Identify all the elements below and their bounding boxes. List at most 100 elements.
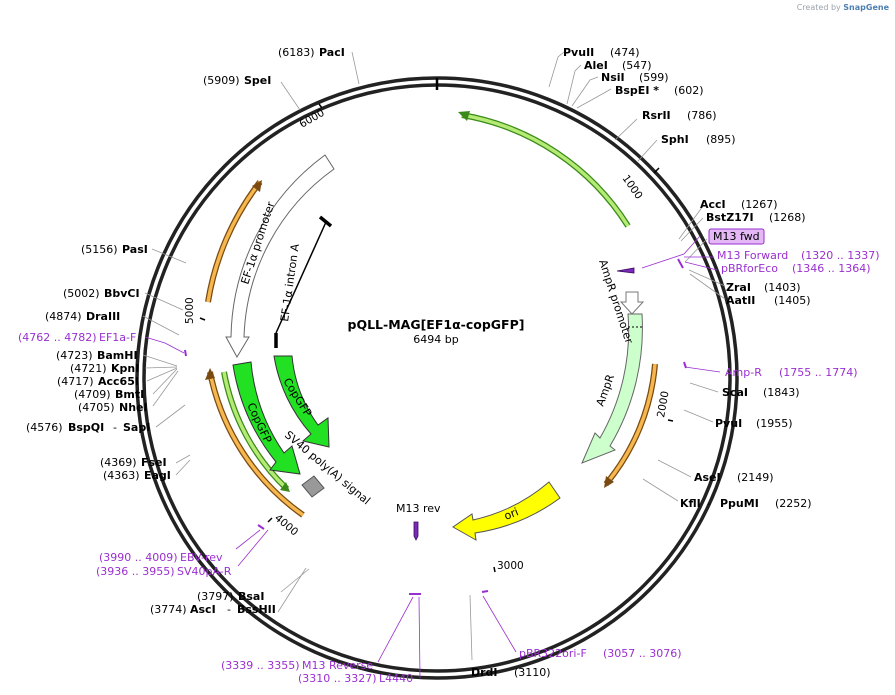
lime-arrow-top	[458, 111, 470, 121]
site-pvui-name: PvuI	[715, 417, 742, 430]
site-zrai-name: ZraI	[726, 281, 751, 294]
site-paci: (6183)PacI	[278, 46, 345, 59]
site-spei-name: SpeI	[244, 74, 271, 87]
site-sphi: SphI (895)	[661, 133, 736, 146]
primer-pbrforeco-range: (1346 .. 1364)	[792, 262, 871, 275]
primer-ef1af-name: EF1a-F	[99, 331, 136, 344]
primer-mark-m13fwd-ring	[677, 258, 684, 269]
site-aatii: AatII(1405)	[726, 294, 811, 307]
primer-sv40pa-range: (3936 .. 3955)	[96, 565, 175, 578]
site-bmti-name: BmtI	[115, 388, 144, 401]
site-draiii: (4874)DraIII	[45, 310, 120, 323]
site-alei-name: AleI	[584, 59, 608, 72]
site-drdi: DrdI (3110)	[471, 666, 551, 679]
ampr-promoter-arrow	[619, 291, 645, 315]
plasmid-name: pQLL-MAG[EF1α-copGFP]	[348, 317, 525, 332]
label-ori: ori	[502, 505, 520, 522]
primer-m13reverse-range: (3339 .. 3355)	[221, 659, 300, 672]
site-eagi-pos: (4363)	[103, 469, 140, 482]
primer-l4440-range: (3310 .. 3327)	[298, 672, 377, 685]
site-alei-pos: (547)	[622, 59, 652, 72]
site-fsei-pos: (4369)	[100, 456, 137, 469]
site-nhei-pos: (4705)	[78, 401, 115, 414]
site-asei-name: AseI	[694, 471, 721, 484]
site-bspei: BspEI *(602)	[615, 84, 704, 97]
label-ef1-promoter: EF-1α promoter	[238, 200, 277, 286]
tick-marks	[199, 103, 674, 573]
primer-mark-pbr	[481, 590, 489, 593]
site-paci-pos: (6183)	[278, 46, 315, 59]
site-acci-name: AccI	[700, 198, 726, 211]
site-nhei: (4705)NheI	[78, 401, 148, 414]
tick-1000: 1000	[620, 173, 645, 202]
site-kpni: (4721)KpnI	[70, 362, 139, 375]
primer-ampr-name: Amp-R	[725, 366, 762, 379]
site-sphi-name: SphI	[661, 133, 689, 146]
m13-fwd-box	[708, 228, 765, 245]
site-kfli-pos: (2252)	[775, 497, 812, 510]
site-asci-dash: -	[227, 603, 231, 616]
site-alei: AleI (547)	[584, 59, 652, 72]
primer-pbr322ori: pBR322ori-F(3057 .. 3076)	[519, 647, 682, 660]
site-pvuii-pos: (474)	[610, 46, 640, 59]
site-bmti: (4709)BmtI	[74, 388, 144, 401]
site-bspqi: (4576)BspQI-SapI	[26, 421, 150, 434]
m13-fwd-box-label: M13 fwd	[713, 230, 760, 243]
site-asci-name2: BssHII	[237, 603, 276, 616]
site-asci: (3774)AscI-BssHII	[150, 603, 276, 616]
snapgene-credit: Created by SnapGene	[797, 3, 889, 12]
site-acc65i-pos: (4717)	[57, 375, 94, 388]
site-bspqi-name: BspQI	[68, 421, 104, 434]
ori-arrow	[452, 481, 561, 541]
primer-pbrforeco-name: pBRforEco	[721, 262, 778, 275]
site-bspei-pos: (602)	[674, 84, 704, 97]
site-bbvci: (5002)BbvCI	[63, 287, 140, 300]
site-bstz17i-pos: (1268)	[769, 211, 806, 224]
primer-m13forward: M13 Forward(1320 .. 1337)	[717, 249, 880, 262]
site-bamhi-pos: (4723)	[56, 349, 93, 362]
site-scai-name: ScaI	[722, 386, 748, 399]
site-drdi-name: DrdI	[471, 666, 498, 679]
site-draiii-name: DraIII	[86, 310, 120, 323]
site-asei-pos: (2149)	[737, 471, 774, 484]
leader-lines	[142, 51, 726, 661]
m13-rev-glyph	[413, 521, 419, 541]
site-pvuii-name: PvuII	[563, 46, 594, 59]
site-acc65i-name: Acc65I	[98, 375, 139, 388]
site-drdi-pos: (3110)	[514, 666, 551, 679]
primer-ebvrev: (3990 .. 4009)EBV-rev	[99, 551, 223, 564]
site-sphi-pos: (895)	[706, 133, 736, 146]
copgfp-arrow-outer	[232, 361, 301, 475]
site-pvui-pos: (1955)	[756, 417, 793, 430]
site-scai: ScaI(1843)	[722, 386, 800, 399]
site-bbvci-name: BbvCI	[104, 287, 140, 300]
site-bspqi-name2: SapI	[123, 421, 150, 434]
lime-feature-top	[461, 112, 631, 228]
site-bsai-name: BsaI	[238, 590, 264, 603]
primer-sv40pa-name: SV40pA-R	[177, 565, 232, 578]
primer-ampr-range: (1755 .. 1774)	[779, 366, 858, 379]
site-pvuii: PvuII (474)	[563, 46, 640, 59]
site-eagi-name: EagI	[144, 469, 171, 482]
sv40-box	[301, 475, 325, 498]
primer-ebvrev-name: EBV-rev	[180, 551, 223, 564]
site-kpni-pos: (4721)	[70, 362, 107, 375]
site-rsrii: RsrII(786)	[642, 109, 717, 122]
site-asci-name: AscI	[190, 603, 216, 616]
label-m13-rev: M13 rev	[396, 502, 441, 515]
site-aatii-name: AatII	[726, 294, 755, 307]
site-bamhi-name: BamHI	[97, 349, 138, 362]
primer-pbr322ori-range: (3057 .. 3076)	[603, 647, 682, 660]
credit-prefix: Created by	[796, 3, 841, 12]
site-eagi: (4363) EagI	[103, 469, 171, 482]
site-spei-pos: (5909)	[203, 74, 240, 87]
primer-pbrforeco: pBRforEco (1346 .. 1364)	[721, 262, 871, 275]
ef1-intron-bar	[275, 221, 327, 334]
primer-mark-ef1a	[184, 349, 187, 357]
ampr-arrow	[581, 313, 643, 464]
site-kfli-name2: PpuMI	[720, 497, 759, 510]
site-nsii-pos: (599)	[639, 71, 669, 84]
primer-ebvrev-range: (3990 .. 4009)	[99, 551, 178, 564]
site-spei: (5909) SpeI	[203, 74, 271, 87]
